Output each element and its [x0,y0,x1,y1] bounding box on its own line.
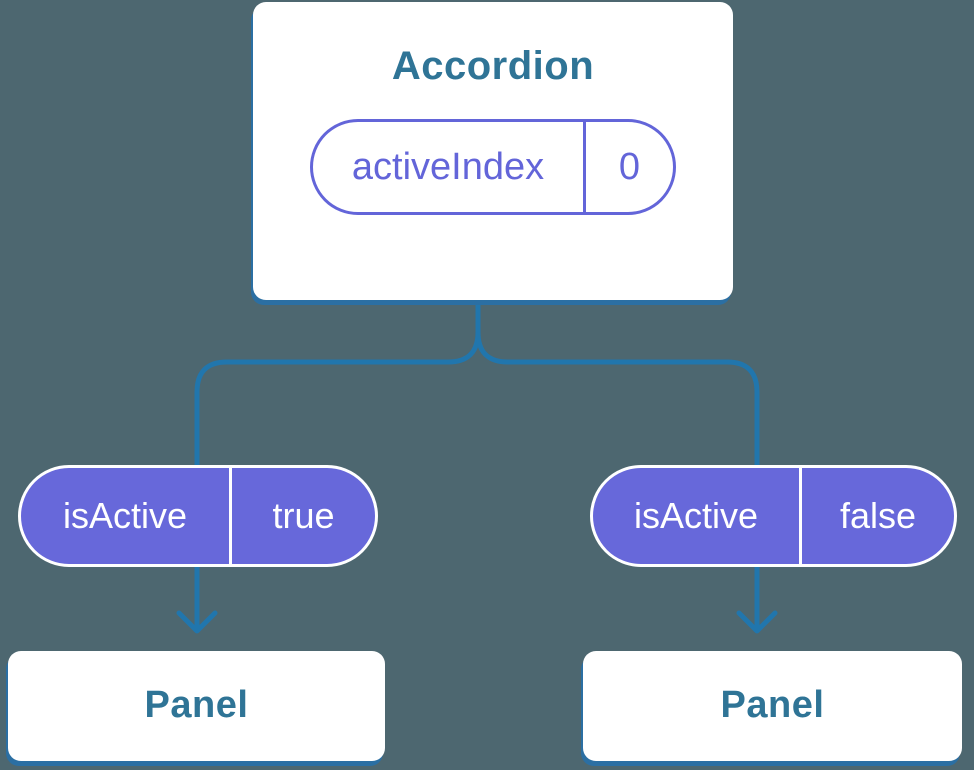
prop-value: false [799,468,954,564]
panel-title: Panel [144,684,249,727]
prop-label: isActive [633,495,759,536]
state-value: 0 [583,122,673,212]
state-pill: activeIndex 0 [310,119,676,215]
branch-line-left [194,255,481,630]
prop-label: isActive [62,495,188,536]
arrow-down-icon [736,610,778,634]
panel-node-left: Panel [8,651,385,761]
prop-value: true [229,468,375,564]
state-label: activeIndex [351,145,545,188]
prop-pill-left: isActive true [18,465,378,567]
branch-line-right [475,255,760,630]
accordion-node: Accordion activeIndex 0 [253,2,733,300]
panel-node-right: Panel [583,651,962,761]
accordion-title: Accordion [391,44,595,88]
arrow-down-icon [176,610,218,634]
prop-pill-right: isActive false [590,465,957,567]
panel-title: Panel [720,684,825,727]
